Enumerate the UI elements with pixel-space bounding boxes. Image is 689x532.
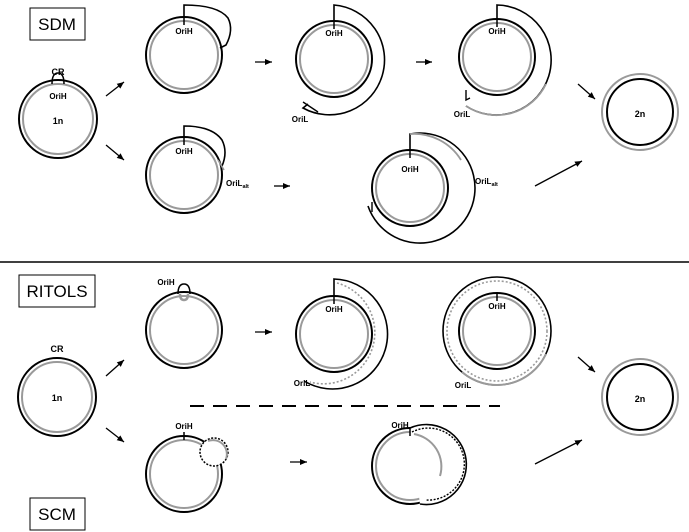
1n-label: 1n <box>53 116 64 126</box>
orih-label: OriH <box>401 165 419 174</box>
ritols-scm-section: RITOLS SCM CR 1n OriH OriH OriL <box>17 274 679 531</box>
arrow <box>105 359 125 377</box>
sdm-step1-lower: OriH OriLalt <box>145 125 249 214</box>
arrow <box>105 144 125 161</box>
arrow <box>534 160 583 187</box>
orih-label: OriH <box>325 29 343 38</box>
oril-label: OriL <box>454 110 471 119</box>
oril-alt-main: OriL <box>226 179 243 188</box>
2n-label: 2n <box>635 394 646 404</box>
arrow <box>534 439 583 465</box>
cr-label: CR <box>51 344 64 354</box>
2n-label: 2n <box>635 109 646 119</box>
ritols-title: RITOLS <box>26 282 87 301</box>
arrow <box>105 427 125 443</box>
ritols-arrows <box>105 329 596 465</box>
oril-label: OriL <box>292 115 309 124</box>
sdm-step1-upper: OriH <box>145 4 232 94</box>
sdm-section: SDM CR OriH 1n OriH OriH OriL <box>18 4 679 244</box>
scm-step2: OriH <box>371 421 468 506</box>
oril-alt-sub: alt <box>242 184 249 190</box>
oril-alt-label: OriLalt <box>226 179 249 190</box>
orih-label: OriH <box>325 305 343 314</box>
ritols-step2: OriH OriL <box>294 278 389 390</box>
ritols-initial-mtdna: CR 1n <box>17 344 97 437</box>
arrow <box>105 81 125 97</box>
orih-label: OriH <box>488 27 506 36</box>
sdm-step3: OriH OriL <box>454 4 552 119</box>
oril-alt-label: OriLalt <box>475 177 498 188</box>
orih-label: OriH <box>175 422 193 431</box>
1n-label: 1n <box>52 393 63 403</box>
ritols-step1: OriH <box>145 278 223 369</box>
sdm-initial-mtdna: CR OriH 1n <box>18 67 98 159</box>
arrow <box>577 83 596 100</box>
sdm-title: SDM <box>38 15 76 34</box>
arrow <box>577 356 596 373</box>
sdm-arrows <box>105 59 596 189</box>
orih-label: OriH <box>488 302 506 311</box>
orih-label: OriH <box>391 421 409 430</box>
d-loop-bubble <box>51 72 65 85</box>
orih-label: OriH <box>49 92 67 101</box>
scm-step1: OriH <box>145 422 229 513</box>
ritols-title-box <box>18 274 96 308</box>
scm-title: SCM <box>38 505 76 524</box>
oril-alt-sub: alt <box>491 182 498 188</box>
sdm-product-mtdna: 2n <box>601 73 679 151</box>
oril-label: OriL <box>294 379 311 388</box>
oril-label: OriL <box>455 381 472 390</box>
sdm-step2-lower: OriH OriLalt <box>367 132 498 244</box>
scm-title-box <box>29 497 86 531</box>
cr-label: CR <box>52 67 65 77</box>
ritols-step3: OriH OriL <box>442 276 552 390</box>
oril-alt-main: OriL <box>475 177 492 186</box>
orih-label: OriH <box>175 27 193 36</box>
orih-label: OriH <box>157 278 175 287</box>
ritols-product-mtdna: 2n <box>601 358 679 436</box>
sdm-title-box <box>29 7 86 41</box>
orih-label: OriH <box>175 147 193 156</box>
sdm-step2: OriH OriL <box>292 4 386 124</box>
